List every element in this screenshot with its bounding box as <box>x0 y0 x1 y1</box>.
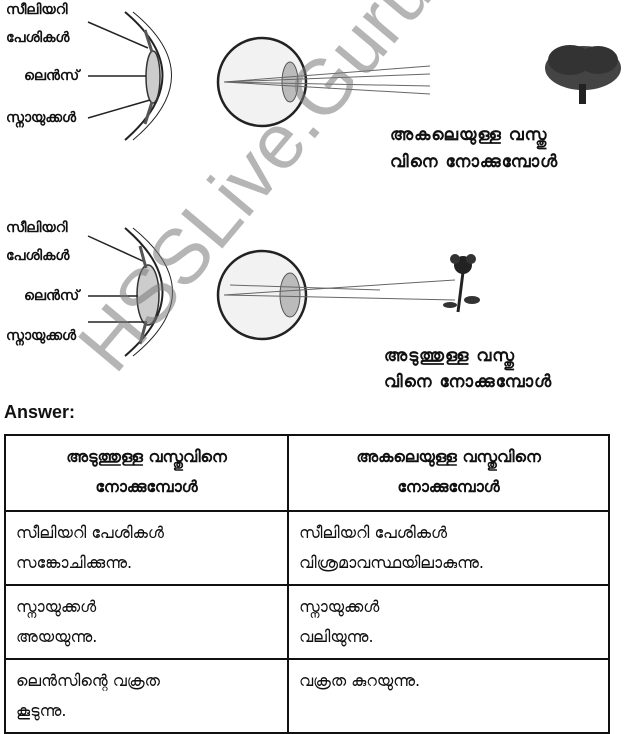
caption-distant-line1: അകലെയുള്ള വസ്തു <box>390 125 547 145</box>
table-cell: സ്നായുക്കൾ വലിയുന്നു. <box>288 585 609 659</box>
label-lens: ലെൻസ് <box>24 288 79 304</box>
table-cell: സ്നായുക്കൾ അയയുന്നു. <box>5 585 288 659</box>
bottom-eyeball <box>218 251 455 339</box>
table-row: സീലിയറി പേശികൾ സങ്കോചിക്കുന്നു. സീലിയറി … <box>5 511 609 585</box>
tree-icon <box>545 45 621 104</box>
caption-distant-line2: വിനെ നോക്കുമ്പോൾ <box>390 152 558 172</box>
table-cell: വക്രത കുറയുന്നു. <box>288 659 609 733</box>
caption-near-line1: അടുത്തുള്ള വസ്തു <box>384 346 515 366</box>
table-cell: സീലിയറി പേശികൾ സങ്കോചിക്കുന്നു. <box>5 511 288 585</box>
label-lens: ലെൻസ് <box>24 68 79 84</box>
label-ligaments: സ്നായുക്കൾ <box>6 110 76 126</box>
label-ciliary: സീലിയറി <box>6 220 68 236</box>
table-header: അകലെയുള്ള വസ്തുവിനെ നോക്കുമ്പോൾ <box>288 435 609 511</box>
table-cell: സീലിയറി പേശികൾ വിശ്രമാവസ്ഥയിലാകുന്നു. <box>288 511 609 585</box>
label-muscles: പേശികൾ <box>6 248 69 264</box>
label-muscles: പേശികൾ <box>6 30 69 46</box>
flower-icon <box>443 254 480 312</box>
table-header: അടുത്തുള്ള വസ്തുവിനെ നോക്കുമ്പോൾ <box>5 435 288 511</box>
label-ciliary: സീലിയറി <box>6 2 68 18</box>
table-cell: ലെൻസിന്റെ വക്രത കൂടുന്നു. <box>5 659 288 733</box>
top-eye-section <box>88 12 172 140</box>
caption-near-line2: വിനെ നോക്കുമ്പോൾ <box>384 372 552 392</box>
comparison-table: അടുത്തുള്ള വസ്തുവിനെ നോക്കുമ്പോൾ അകലെയുള… <box>4 434 610 734</box>
table-header-row: അടുത്തുള്ള വസ്തുവിനെ നോക്കുമ്പോൾ അകലെയുള… <box>5 435 609 511</box>
answer-heading: Answer: <box>4 402 75 423</box>
table-row: സ്നായുക്കൾ അയയുന്നു. സ്നായുക്കൾ വലിയുന്ന… <box>5 585 609 659</box>
table-row: ലെൻസിന്റെ വക്രത കൂടുന്നു. വക്രത കുറയുന്ന… <box>5 659 609 733</box>
